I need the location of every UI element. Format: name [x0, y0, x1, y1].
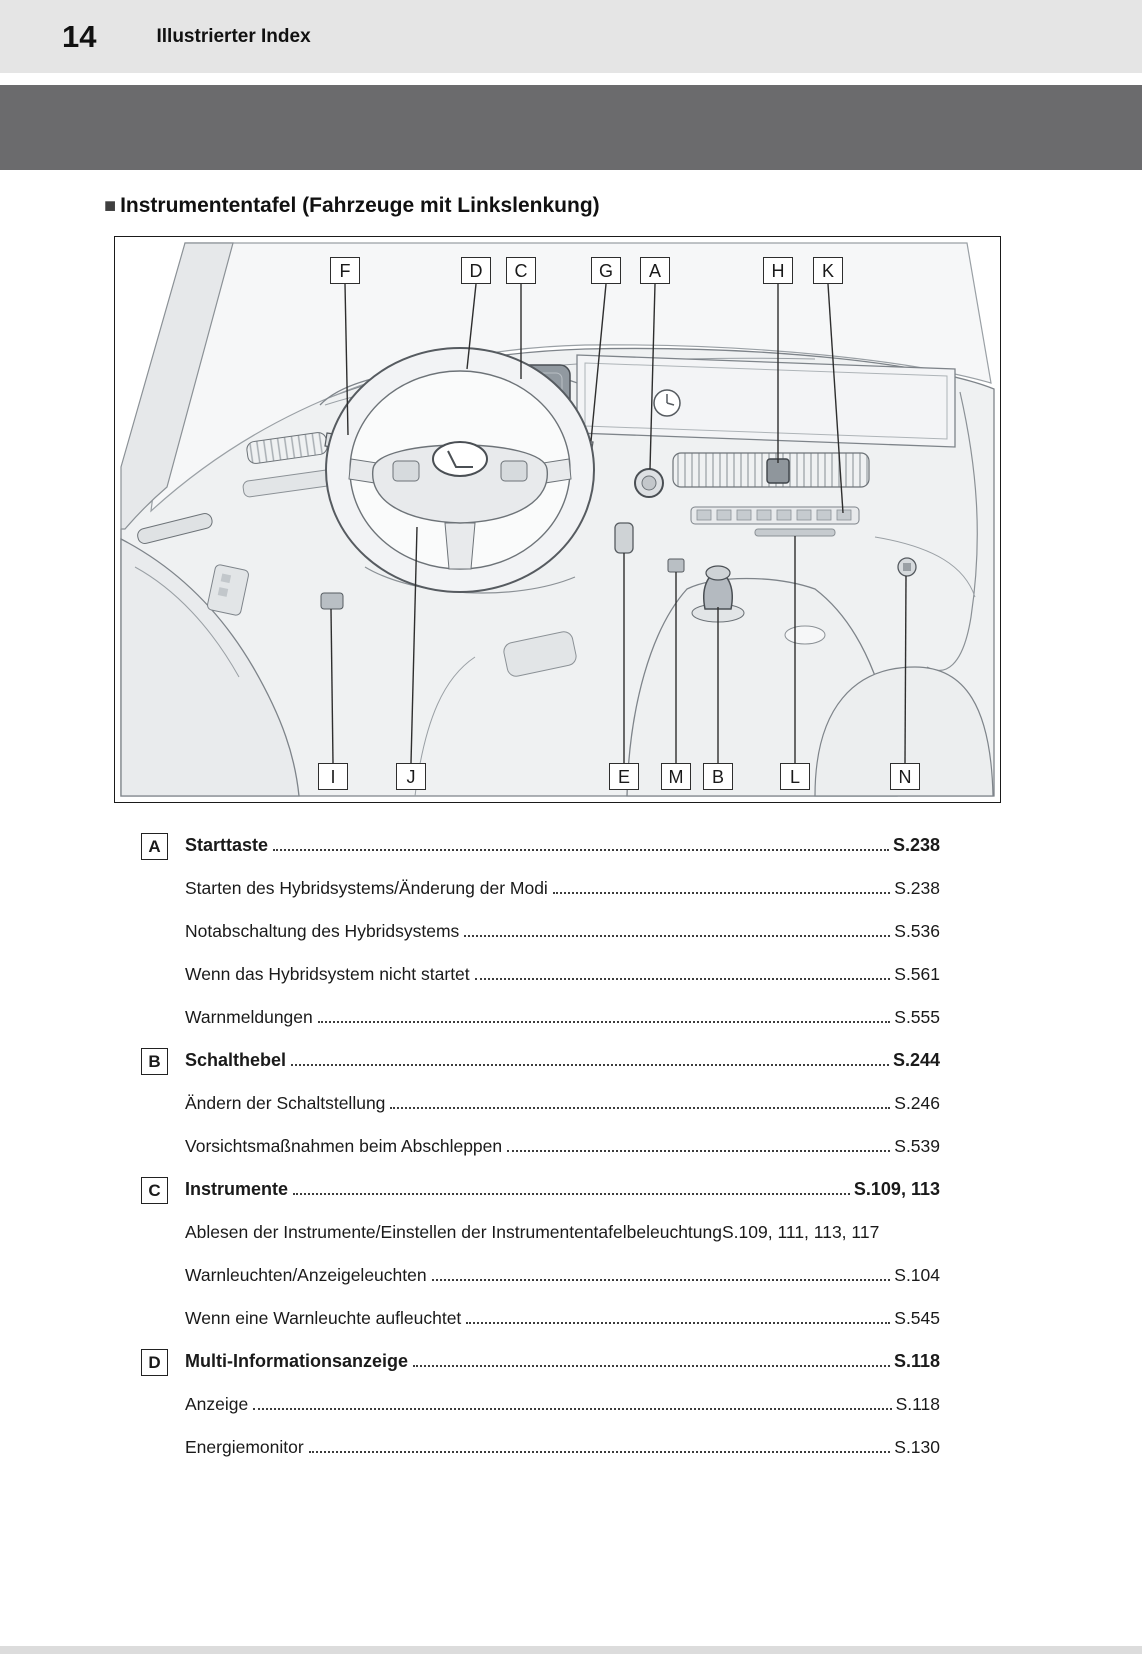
callout-label-c: C: [506, 257, 536, 284]
index-sub-label: Wenn das Hybridsystem nicht startet: [185, 964, 470, 984]
index-subentry: Ändern der Schaltstellung S.246: [141, 1079, 940, 1122]
dashboard-diagram: F D C G A H K I J E M B L N: [114, 236, 1001, 803]
chapter-header-title: Illustrierter Index: [156, 25, 311, 47]
leader-dots: [253, 1408, 892, 1410]
page-reference: S.104: [894, 1265, 940, 1285]
callout-label-d: D: [461, 257, 491, 284]
leader-dots: [293, 1193, 850, 1195]
callout-label-j: J: [396, 763, 426, 790]
index-sub-label: Warnmeldungen: [185, 1007, 313, 1027]
callout-label-n: N: [890, 763, 920, 790]
index-subentry: Wenn das Hybridsystem nicht startet S.56…: [141, 950, 940, 993]
index-title: Instrumente: [185, 1179, 289, 1199]
leader-dots: [464, 935, 891, 937]
section-title: Instrumententafel (Fahrzeuge mit Linksle…: [120, 194, 600, 217]
index-entry-c: C Instrumente S.109, 113: [141, 1165, 940, 1208]
index-subentry: Anzeige S.118: [141, 1380, 940, 1423]
index-subentry: Notabschaltung des Hybridsystems S.536: [141, 907, 940, 950]
index-sub-label: Energiemonitor: [185, 1437, 304, 1457]
page-reference: S.118: [893, 1351, 940, 1371]
page-reference: S.118: [895, 1394, 940, 1414]
leader-dots: [552, 892, 891, 894]
leader-dots: [273, 849, 889, 851]
page-reference: S.536: [894, 921, 940, 941]
index-key-a: A: [141, 833, 168, 860]
index-subentry: Vorsichtsmaßnahmen beim Abschleppen S.53…: [141, 1122, 940, 1165]
leader-dots: [474, 978, 891, 980]
page-reference: S.545: [894, 1308, 940, 1328]
callout-label-l: L: [780, 763, 810, 790]
page-reference: S.238: [892, 835, 940, 855]
leader-dots: [507, 1150, 891, 1152]
leader-dots: [390, 1107, 891, 1109]
index-sub-label: Wenn eine Warnleuchte aufleuchtet: [185, 1308, 462, 1328]
page-reference: S.244: [892, 1050, 940, 1070]
leader-dots: [308, 1451, 891, 1453]
leader-dots: [291, 1064, 889, 1066]
page-reference: S.555: [894, 1007, 940, 1027]
page-reference: S.130: [894, 1437, 940, 1457]
page-reference: S.109, 113: [853, 1179, 940, 1199]
page-reference: S.246: [894, 1093, 940, 1113]
callout-label-f: F: [330, 257, 360, 284]
leader-dots: [317, 1021, 891, 1023]
section-heading: ■ Instrumententafel (Fahrzeuge mit Links…: [104, 194, 1142, 218]
callout-label-m: M: [661, 763, 691, 790]
index-sub-label: Ablesen der Instrumente/Einstellen der I…: [185, 1222, 722, 1242]
leader-dots: [466, 1322, 891, 1324]
callout-label-e: E: [609, 763, 639, 790]
index-sub-label: Starten des Hybridsystems/Änderung der M…: [185, 878, 548, 898]
page-reference: S.109, 111, 113, 117: [722, 1222, 880, 1242]
index-key-b: B: [141, 1048, 168, 1075]
index-sub-label: Anzeige: [185, 1394, 249, 1414]
index-key-c: C: [141, 1177, 168, 1204]
leader-dots: [413, 1365, 890, 1367]
page-reference: S.539: [894, 1136, 940, 1156]
page-bottom-strip: [0, 1646, 1142, 1654]
index-subentry: Ablesen der Instrumente/Einstellen der I…: [141, 1208, 940, 1251]
illustrated-index-list: A Starttaste S.238 Starten des Hybridsys…: [141, 821, 940, 1466]
index-subentry: Wenn eine Warnleuchte aufleuchtet S.545: [141, 1294, 940, 1337]
page-reference: S.238: [894, 878, 940, 898]
chapter-band: [0, 85, 1142, 170]
index-key-d: D: [141, 1349, 168, 1376]
callout-label-k: K: [813, 257, 843, 284]
callout-label-i: I: [318, 763, 348, 790]
index-subentry: Warnleuchten/Anzeigeleuchten S.104: [141, 1251, 940, 1294]
leader-dots: [431, 1279, 891, 1281]
section-marker-icon: ■: [104, 195, 117, 217]
index-entry-d: D Multi-Informationsanzeige S.118: [141, 1337, 940, 1380]
index-subentry: Energiemonitor S.130: [141, 1423, 940, 1466]
page-reference: S.561: [894, 964, 940, 984]
index-title: Schalthebel: [185, 1050, 287, 1070]
index-sub-label: Vorsichtsmaßnahmen beim Abschleppen: [185, 1136, 503, 1156]
callout-label-a: A: [640, 257, 670, 284]
index-entry-a: A Starttaste S.238: [141, 821, 940, 864]
callout-label-b: B: [703, 763, 733, 790]
index-subentry: Starten des Hybridsystems/Änderung der M…: [141, 864, 940, 907]
index-title: Starttaste: [185, 835, 269, 855]
callout-label-h: H: [763, 257, 793, 284]
index-entry-b: B Schalthebel S.244: [141, 1036, 940, 1079]
dashboard-illustration: [120, 242, 995, 797]
callout-label-g: G: [591, 257, 621, 284]
index-sub-label: Ändern der Schaltstellung: [185, 1093, 386, 1113]
index-title: Multi-Informationsanzeige: [185, 1351, 409, 1371]
index-sub-label: Notabschaltung des Hybridsystems: [185, 921, 460, 941]
page-header: 14 Illustrierter Index: [0, 0, 1142, 73]
page-number: 14: [62, 18, 97, 54]
index-sub-label: Warnleuchten/Anzeigeleuchten: [185, 1265, 427, 1285]
index-subentry: Warnmeldungen S.555: [141, 993, 940, 1036]
